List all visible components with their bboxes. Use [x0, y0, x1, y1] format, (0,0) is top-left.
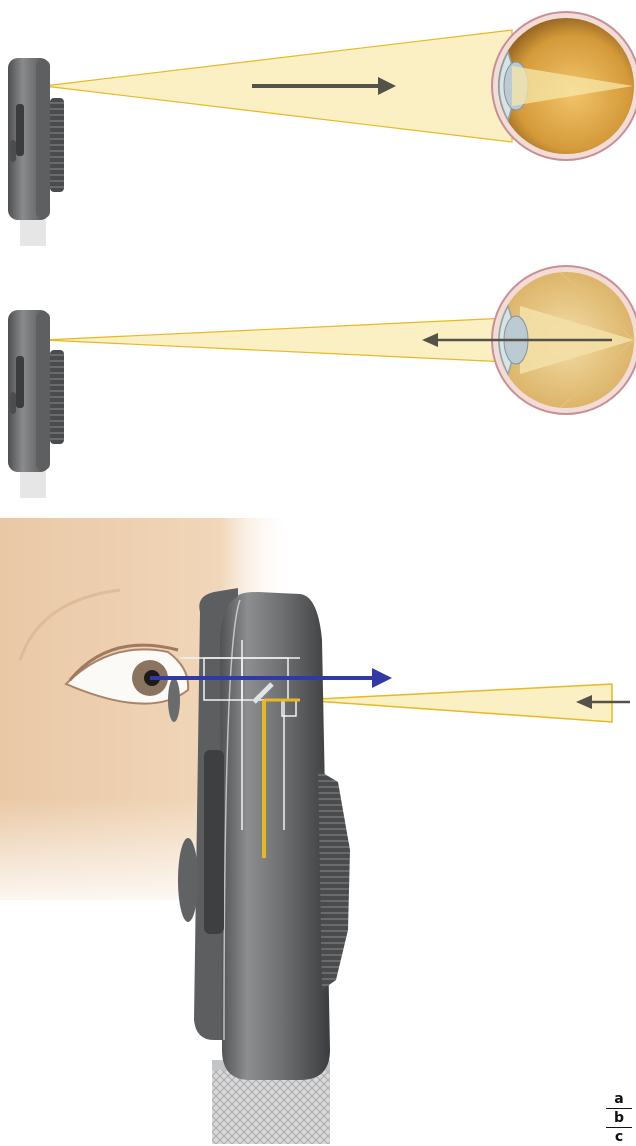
- eye-a: [492, 12, 636, 160]
- panel-key-c: c: [606, 1128, 632, 1146]
- incoming-light-cone: [300, 684, 612, 722]
- panel-key: a b c: [606, 1090, 632, 1146]
- panel-c: [0, 518, 630, 1144]
- panel-b: [8, 266, 636, 498]
- ophthalmoscope-b: [8, 310, 64, 498]
- panel-key-b: b: [606, 1109, 632, 1128]
- panel-key-a: a: [606, 1090, 632, 1109]
- panel-a: [8, 12, 636, 246]
